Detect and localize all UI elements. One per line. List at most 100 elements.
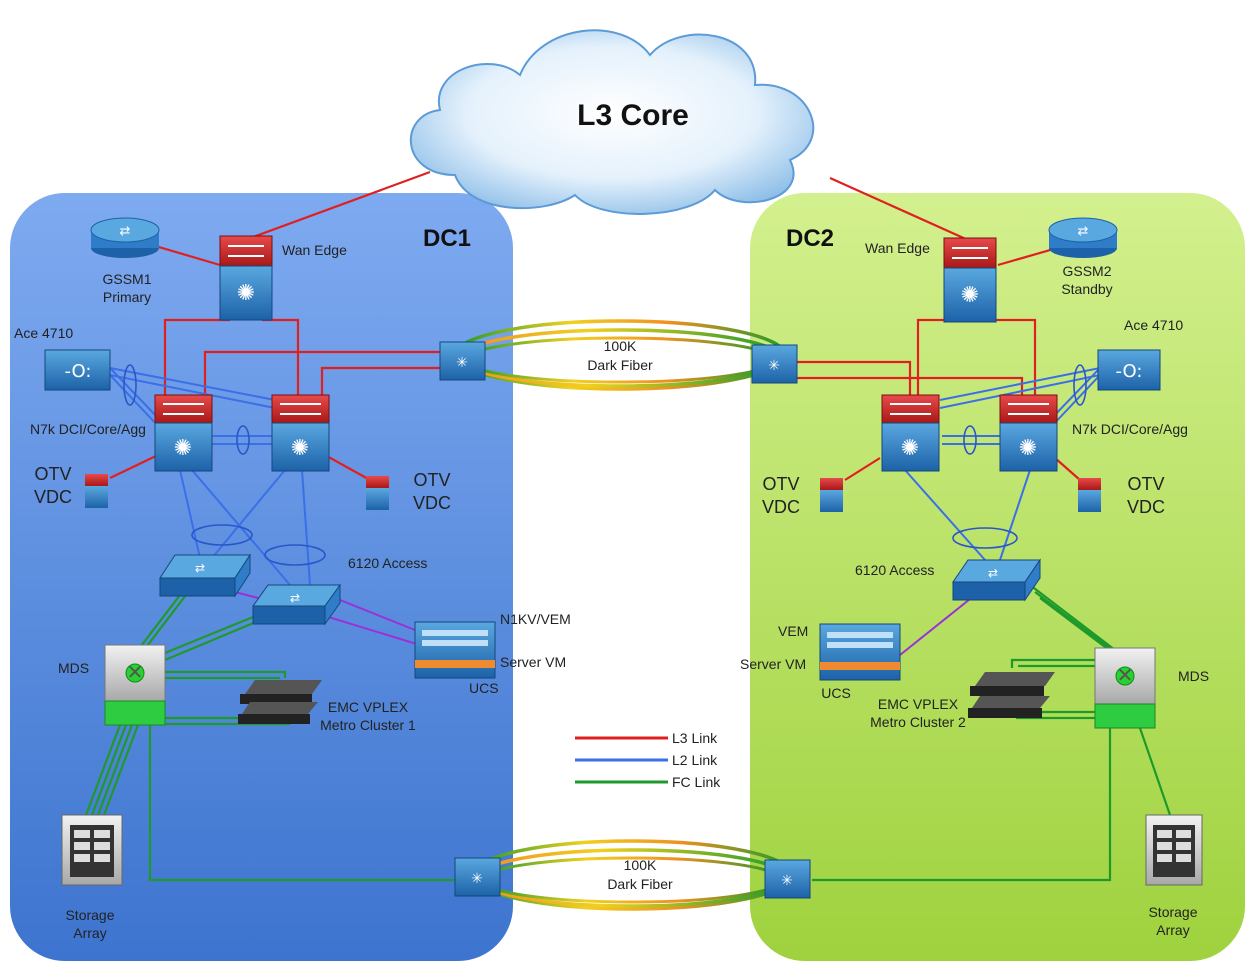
dc2-n7k-a-icon: ✺ [881, 394, 940, 472]
svg-text:⇄: ⇄ [120, 224, 131, 239]
dci-switch-icon: ✳ [764, 859, 811, 899]
dc1-n1kv-label: N1KV/VEM [500, 611, 571, 627]
dc1-otv-right-line1: OTV [413, 470, 450, 490]
dc1-ucs-icon [414, 621, 496, 679]
dc1-otv-left-line1: OTV [34, 464, 71, 484]
svg-text:⇄: ⇄ [1078, 224, 1089, 239]
dc1-wan-edge-switch-icon: ✺ [219, 235, 273, 321]
gssm1-router-icon: ⇄ [90, 217, 160, 258]
dc2-otv-right-line2: VDC [1127, 497, 1165, 517]
legend: L3 Link L2 Link FC Link [575, 730, 721, 790]
legend-label-fc: FC Link [672, 774, 721, 790]
dc2-ace-label: Ace 4710 [1124, 317, 1183, 333]
dc1-access-switch-a-icon: ⇄ [159, 553, 251, 598]
svg-text:⇄: ⇄ [195, 561, 205, 575]
gssm2-router-icon: ⇄ [1048, 217, 1118, 258]
dc2-mds-label: MDS [1178, 668, 1209, 684]
svg-text:-O:: -O: [1116, 361, 1143, 382]
dc2-vem-label: VEM [778, 623, 808, 639]
dc1-ucs-label: UCS [469, 680, 499, 696]
svg-text:✳: ✳ [781, 873, 793, 889]
svg-text:✺: ✺ [237, 281, 255, 306]
dc2-n7k-label: N7k DCI/Core/Agg [1072, 421, 1188, 437]
dc1-storage-label-line1: Storage [65, 907, 114, 923]
svg-text:✳: ✳ [768, 358, 780, 374]
dc1-storage-label-line2: Array [73, 925, 106, 941]
dc1-vplex-label-line2: Metro Cluster 1 [320, 717, 416, 733]
dc2-title: DC2 [786, 225, 834, 252]
dc2-otv-left-line2: VDC [762, 497, 800, 517]
dc1-n7k-b-icon: ✺ [271, 394, 330, 472]
legend-label-l2: L2 Link [672, 752, 718, 768]
dc1-ace-icon: -O: [44, 349, 111, 391]
dc2-access-label: 6120 Access [855, 562, 934, 578]
dc2-vplex-icon [968, 672, 1055, 718]
dc2-n7k-b-icon: ✺ [999, 394, 1058, 472]
dc2-vplex-label-line1: EMC VPLEX [878, 696, 959, 712]
dc1-access-switch-b-icon: ⇄ [252, 583, 341, 626]
dc1-gssm-label-line1: GSSM1 [102, 271, 151, 287]
port-channel-markers [123, 364, 1087, 566]
core-title: L3 Core [577, 99, 689, 132]
dc2-ucs-icon [819, 623, 901, 681]
dc1-otv-right-line2: VDC [413, 493, 451, 513]
svg-text:⇄: ⇄ [988, 566, 998, 580]
dc2-storage-label-line2: Array [1156, 922, 1189, 938]
dc2-vplex-label-line2: Metro Cluster 2 [870, 714, 966, 730]
dc2-gssm-label-line1: GSSM2 [1062, 263, 1111, 279]
dc1-server-vm-label: Server VM [500, 654, 566, 670]
dc2-ace-icon: -O: [1097, 349, 1161, 391]
svg-text:-O:: -O: [65, 361, 92, 382]
legend-label-l3: L3 Link [672, 730, 718, 746]
svg-text:✺: ✺ [901, 436, 919, 461]
bottom-fiber-label-line2: Dark Fiber [607, 876, 673, 892]
otv-vdc-icon [85, 474, 108, 508]
dc1-title: DC1 [423, 225, 471, 252]
svg-text:✺: ✺ [961, 283, 979, 308]
svg-text:✳: ✳ [456, 355, 468, 371]
dc1-n7k-label: N7k DCI/Core/Agg [30, 421, 146, 437]
dci-switch-icon: ✳ [751, 344, 798, 384]
dc2-otv-right-line1: OTV [1127, 474, 1164, 494]
bottom-fiber-label-line1: 100K [624, 857, 657, 873]
dc2-server-vm-label: Server VM [740, 656, 806, 672]
l3-core-cloud [409, 29, 815, 215]
dc1-access-label: 6120 Access [348, 555, 427, 571]
svg-text:✺: ✺ [1019, 436, 1037, 461]
svg-text:✺: ✺ [174, 436, 192, 461]
svg-text:✕: ✕ [1117, 663, 1134, 687]
dc2-storage-array-icon [1145, 814, 1203, 886]
dci-switch-icon: ✳ [454, 857, 501, 897]
dc2-wan-edge-switch-icon: ✺ [943, 237, 997, 323]
dc2-access-switch-icon: ⇄ [952, 558, 1041, 602]
dc1-storage-array-icon [61, 814, 123, 886]
dc2-wan-edge-label: Wan Edge [865, 240, 930, 256]
svg-text:✺: ✺ [291, 436, 309, 461]
dc1-mds-label: MDS [58, 660, 89, 676]
svg-text:✳: ✳ [471, 871, 483, 887]
dc1-vplex-label-line1: EMC VPLEX [328, 699, 409, 715]
dc2-mds-icon: ✕ [1094, 647, 1156, 729]
dc1-n7k-a-icon: ✺ [154, 394, 213, 472]
otv-vdc-icon [366, 476, 389, 510]
dc1-mds-icon: ✕ [104, 644, 166, 726]
top-fiber-label-line1: 100K [604, 338, 637, 354]
top-fiber-label-line2: Dark Fiber [587, 357, 653, 373]
dc1-otv-left-line2: VDC [34, 487, 72, 507]
svg-text:⇄: ⇄ [290, 591, 300, 605]
dc2-otv-left-line1: OTV [762, 474, 799, 494]
otv-vdc-icon [820, 478, 843, 512]
dc2-gssm-label-line2: Standby [1061, 281, 1112, 297]
dc2-ucs-label: UCS [821, 685, 851, 701]
svg-text:✕: ✕ [127, 660, 144, 684]
dc1-gssm-label-line2: Primary [103, 289, 151, 305]
dc2-storage-label-line1: Storage [1148, 904, 1197, 920]
dc1-ace-label: Ace 4710 [14, 325, 73, 341]
otv-vdc-icon [1078, 478, 1101, 512]
dark-fiber-bottom [470, 839, 794, 911]
dc1-vplex-icon [238, 680, 322, 724]
dc1-wan-edge-label: Wan Edge [282, 242, 347, 258]
dci-switch-icon: ✳ [439, 341, 486, 381]
l3-links [109, 170, 1086, 481]
